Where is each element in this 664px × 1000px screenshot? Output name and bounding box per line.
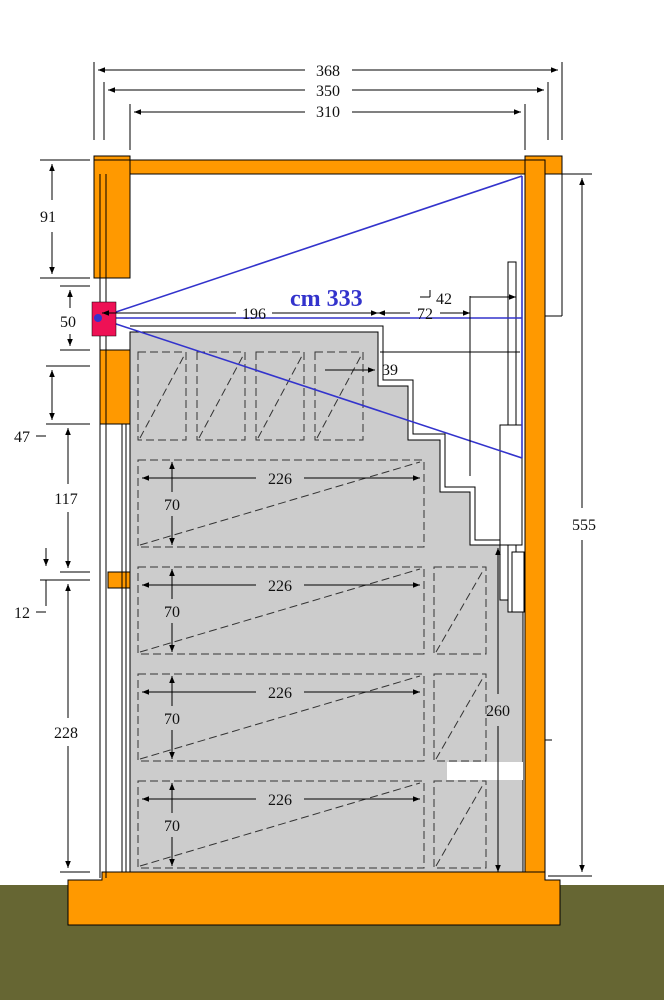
left-wall-frames bbox=[99, 174, 127, 878]
dim-left-mid: 117 bbox=[54, 491, 77, 508]
seat-row-2-width: 226 bbox=[268, 578, 292, 595]
seat-row-3-width: 226 bbox=[268, 685, 292, 702]
dim-top-outer: 368 bbox=[316, 63, 340, 80]
left-wall-lintel bbox=[99, 349, 131, 425]
dim-left-window: 50 bbox=[60, 314, 76, 331]
step-gap bbox=[447, 762, 523, 780]
seat-row-2-depth: 70 bbox=[164, 604, 180, 621]
dim-left-sill: 12 bbox=[14, 605, 30, 622]
dim-step-39: 39 bbox=[382, 362, 398, 379]
left-wall-upper bbox=[93, 159, 131, 279]
seat-row-4-depth: 70 bbox=[164, 818, 180, 835]
dim-right-lower: 260 bbox=[486, 703, 510, 720]
dim-right-height: 555 bbox=[572, 517, 596, 534]
dim-step-42: 42 bbox=[436, 291, 452, 308]
seat-row-4-width: 226 bbox=[268, 792, 292, 809]
step-dimension-lines bbox=[102, 290, 520, 476]
seat-row-3-depth: 70 bbox=[164, 711, 180, 728]
seat-row-dimension-lines bbox=[142, 462, 420, 866]
roof bbox=[93, 155, 563, 175]
sight-lines bbox=[97, 175, 523, 459]
building-walls bbox=[67, 155, 563, 926]
foundation bbox=[67, 871, 561, 926]
stepped-floor-outline bbox=[130, 325, 503, 541]
dim-left-lintel: 47 bbox=[14, 429, 30, 446]
stepped-floor-area bbox=[129, 331, 524, 879]
top-dimension-lines bbox=[93, 62, 563, 150]
right-dimension-lines bbox=[495, 173, 592, 877]
right-wall-details bbox=[499, 173, 563, 741]
seat-row-1-width: 226 bbox=[268, 471, 292, 488]
dim-top-inner: 310 bbox=[316, 104, 340, 121]
dim-step-72: 72 bbox=[417, 306, 433, 323]
projection-distance-label: cm 333 bbox=[290, 286, 363, 312]
left-wall-sill bbox=[107, 571, 131, 589]
dim-left-bottom: 228 bbox=[54, 725, 78, 742]
dim-step-196: 196 bbox=[242, 306, 266, 323]
dim-top-mid: 350 bbox=[316, 83, 340, 100]
left-dimension-lines bbox=[36, 159, 90, 873]
dim-left-top: 91 bbox=[40, 209, 56, 226]
seat-row-1-depth: 70 bbox=[164, 497, 180, 514]
projector-lens bbox=[94, 314, 102, 322]
seats bbox=[137, 351, 487, 869]
right-wall bbox=[524, 159, 546, 879]
